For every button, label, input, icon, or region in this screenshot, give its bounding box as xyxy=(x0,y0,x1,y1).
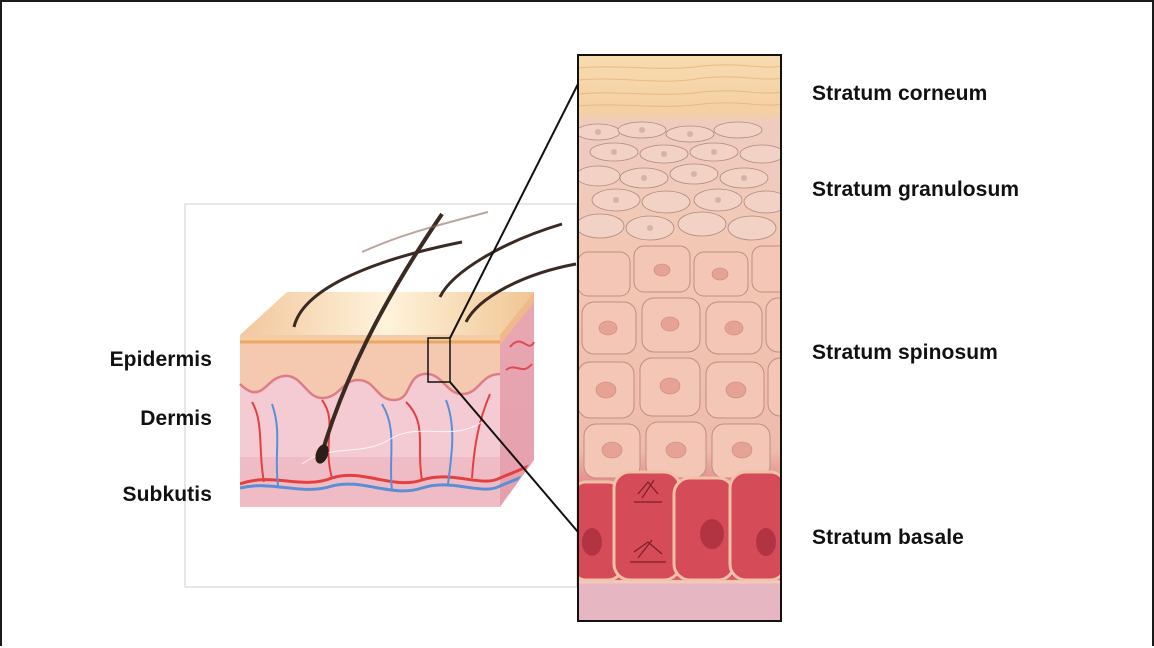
label-dermis: Dermis xyxy=(32,407,212,431)
epidermis-strata-column xyxy=(572,55,798,621)
label-stratum-granulosum: Stratum granulosum xyxy=(812,178,1019,202)
label-stratum-basale: Stratum basale xyxy=(812,526,964,550)
label-stratum-corneum: Stratum corneum xyxy=(812,82,987,106)
label-stratum-spinosum: Stratum spinosum xyxy=(812,341,998,365)
label-epidermis: Epidermis xyxy=(32,348,212,372)
label-subkutis: Subkutis xyxy=(32,483,212,507)
